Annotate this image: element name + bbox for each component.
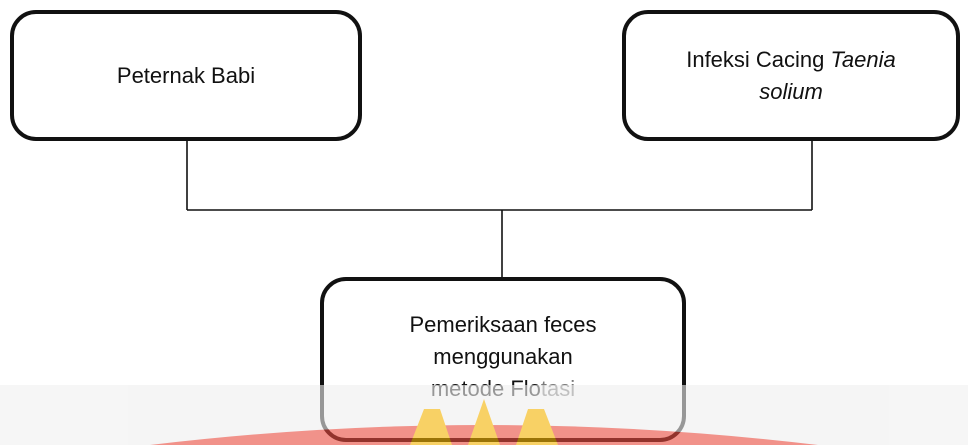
node-right-line-1-italic: Taenia — [830, 46, 896, 72]
node-right-line-1-plain: Infeksi Cacing — [686, 46, 831, 72]
node-bottom-line-2: menggunakan — [433, 343, 573, 369]
node-right-line-1: Infeksi Cacing Taenia — [686, 44, 896, 76]
node-peternak-babi: Peternak Babi — [10, 10, 362, 141]
node-right-label: Infeksi Cacing Taenia solium — [686, 44, 896, 108]
watermark-logo-icon — [150, 399, 818, 445]
node-left-label: Peternak Babi — [116, 62, 256, 88]
node-pemeriksaan-feces: Pemeriksaan feces menggunakan metode Flo… — [320, 277, 686, 442]
watermark-band — [0, 385, 968, 445]
node-right-line-2: solium — [759, 78, 823, 104]
node-bottom-line-1: Pemeriksaan feces — [409, 312, 597, 337]
node-infeksi-cacing: Infeksi Cacing Taenia solium — [622, 10, 960, 141]
